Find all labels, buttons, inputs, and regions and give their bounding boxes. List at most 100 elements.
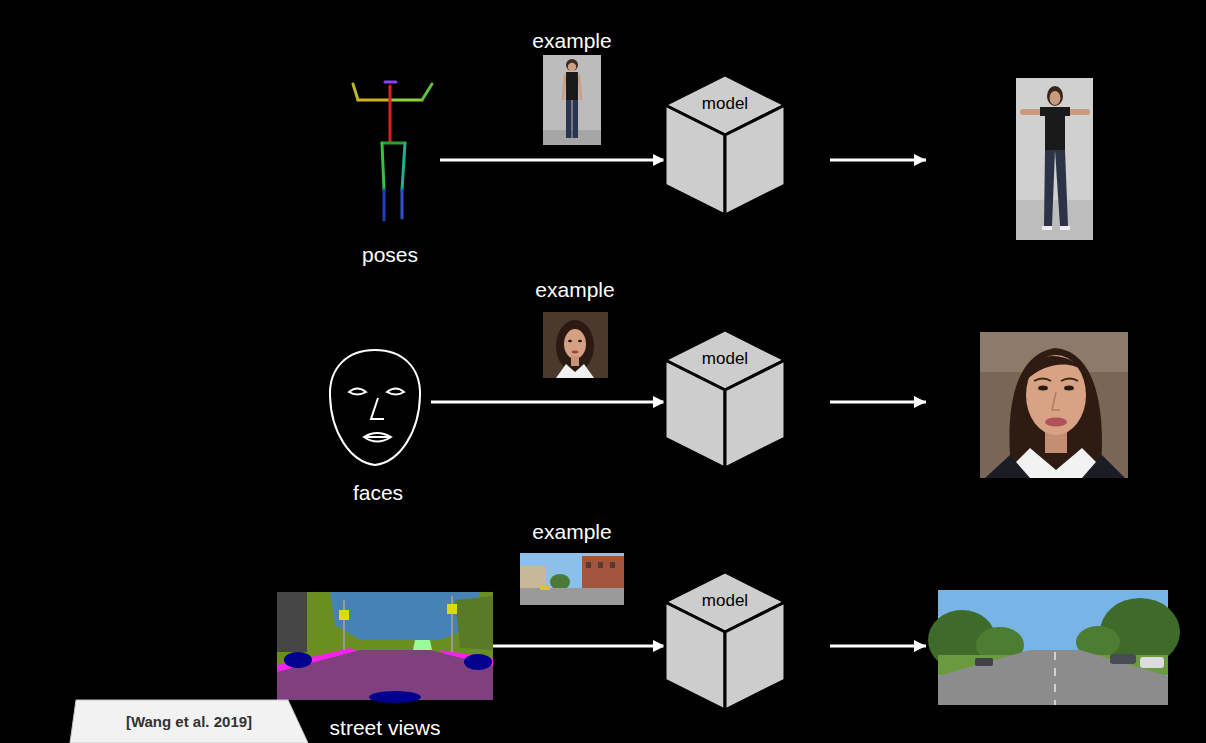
example-person-photo (543, 55, 601, 145)
input-figure: poses (340, 75, 440, 267)
example-label-box: example (532, 29, 611, 53)
cube-face (725, 602, 785, 710)
segmentation-map (277, 592, 493, 703)
example-face-photo (556, 320, 594, 372)
example-label-box: example (532, 520, 611, 544)
segmentation-map (284, 652, 312, 668)
example-street-photo (520, 553, 624, 605)
generated-face-photo (1061, 379, 1078, 382)
example-person-photo (568, 63, 576, 71)
node-label: model (702, 94, 748, 114)
segmentation-map (464, 654, 492, 670)
generated-person-photo (1044, 150, 1055, 226)
example-label: example (532, 520, 611, 544)
generated-person-photo (1060, 226, 1070, 230)
face-sketch (371, 398, 384, 419)
example-street-photo (582, 556, 624, 590)
pose-skeleton (383, 190, 386, 220)
generated-person-photo (1016, 200, 1093, 240)
citation-tab: [Wang et al. 2019] (70, 700, 308, 743)
input-figure: street views (277, 590, 493, 740)
example-street-photo (586, 562, 591, 568)
generated-street-photo (1140, 657, 1164, 668)
example-face-photo (571, 356, 579, 366)
generated-face-photo (980, 332, 1128, 478)
segmentation-map (339, 610, 349, 620)
face-sketch (387, 389, 404, 395)
example-street-photo (520, 553, 624, 605)
example-street-photo (550, 574, 570, 590)
cube-face (725, 105, 785, 215)
pose-skeleton (402, 143, 405, 190)
generated-face-photo (985, 455, 1030, 478)
face-sketch (330, 350, 420, 465)
example-face-photo (556, 364, 594, 378)
segmentation-map (447, 604, 457, 614)
model-cube: model (665, 75, 785, 215)
pose-skeleton (353, 82, 432, 220)
output-arrow (830, 645, 926, 648)
pose-skeleton (358, 99, 390, 102)
generated-face-photo (1052, 392, 1060, 410)
pose-skeleton (389, 86, 392, 142)
example-person-photo (573, 100, 579, 138)
generated-person-photo (1016, 78, 1093, 240)
example-person-photo (563, 74, 565, 100)
segmentation-map (277, 592, 493, 700)
generated-face-photo (1064, 386, 1074, 391)
example-person-photo (543, 55, 601, 145)
example-face-photo (568, 340, 572, 342)
generated-face-photo (1026, 356, 1086, 380)
pose-skeleton (353, 84, 358, 100)
segmentation-map (455, 596, 493, 650)
flow-arrow (493, 645, 665, 648)
generated-person-photo (1016, 78, 1093, 240)
face-sketch (364, 433, 391, 442)
input-figure: faces (325, 345, 431, 505)
generated-street-photo (928, 590, 1180, 705)
output-arrow (830, 401, 926, 404)
generated-person-photo (1045, 107, 1065, 151)
node-label: [Wang et al. 2019] (126, 713, 252, 730)
face-sketch (349, 389, 366, 395)
example-person-photo (543, 130, 601, 145)
segmentation-map (369, 691, 421, 703)
example-street-photo (610, 562, 615, 568)
example-label-box: example (535, 278, 614, 302)
pose-skeleton (390, 99, 422, 102)
generated-face-photo (1034, 379, 1051, 382)
node-label: faces (353, 481, 403, 505)
face-sketch (364, 436, 391, 438)
face-sketch (330, 350, 420, 465)
flow-arrow (440, 159, 665, 162)
generated-face-photo (1045, 418, 1067, 427)
tab-face (70, 700, 308, 743)
node-label: model (702, 591, 748, 611)
segmentation-map (413, 640, 432, 650)
pose-skeleton (422, 84, 432, 100)
example-street-photo (598, 562, 603, 568)
segmentation-map (277, 592, 307, 652)
generated-street-photo (1054, 652, 1056, 705)
cube-face (665, 360, 725, 468)
generated-face-photo (1026, 355, 1086, 435)
cube-face (665, 602, 725, 710)
generated-person-photo (1055, 150, 1068, 226)
example-street-photo (520, 588, 624, 605)
model-cube: model (665, 330, 785, 468)
node-label: model (702, 349, 748, 369)
segmentation-map (343, 600, 345, 650)
example-face-photo (543, 312, 608, 378)
example-person-photo (566, 100, 572, 138)
example-street-photo (540, 585, 550, 590)
flow-arrow (431, 401, 665, 404)
generated-face-photo (1038, 386, 1048, 391)
generated-street-photo (1110, 654, 1136, 664)
output-arrow (830, 160, 926, 646)
example-label: example (532, 29, 611, 53)
output-arrow (830, 159, 926, 162)
pose-skeleton (385, 81, 396, 84)
model-cube: model (665, 572, 785, 710)
generated-street-photo (938, 650, 1168, 705)
